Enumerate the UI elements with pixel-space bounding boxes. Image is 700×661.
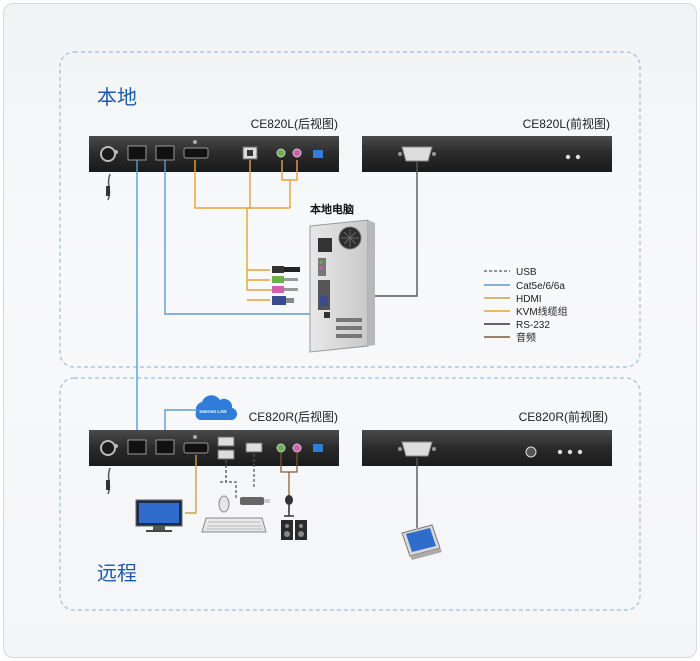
hdmi-port-icon xyxy=(183,147,209,159)
ground-screw-icon xyxy=(114,150,118,154)
local-pc-icon xyxy=(309,219,375,353)
audio-jack-icon xyxy=(276,443,286,453)
usb-flash-drive-icon xyxy=(240,497,270,505)
rj45-port-icon xyxy=(155,439,175,455)
usb-cables-remote xyxy=(220,454,255,500)
usb-a-port-icon xyxy=(217,449,235,460)
ce820l-rear-label: CE820L(后视图) xyxy=(251,116,338,131)
ce820r-front-label: CE820R(前视图) xyxy=(519,409,608,424)
ce820r-front-unit xyxy=(362,430,612,466)
usb-a-port-icon xyxy=(217,436,235,447)
rs232-port-icon xyxy=(401,146,433,162)
cloud-label: Internet LAN xyxy=(200,409,227,414)
monitor-icon xyxy=(135,499,183,532)
power-adapter-icon xyxy=(106,173,111,201)
power-adapter-icon xyxy=(106,467,111,495)
hdmi-cable-remote xyxy=(185,455,197,514)
legend: USB Cat5e/6/6a HDMI KVM线缆组 RS-232 音频 xyxy=(484,267,568,344)
power-jack-icon xyxy=(100,146,116,162)
cat5-cable-local xyxy=(164,160,310,315)
keyboard-icon xyxy=(201,517,267,533)
led-icon xyxy=(565,154,571,160)
ce820l-rear-unit xyxy=(89,136,339,172)
audio-jack-icon xyxy=(276,148,286,158)
rj45-port-icon xyxy=(127,439,147,455)
hdmi-port-icon xyxy=(183,442,209,454)
usb-a-port-icon xyxy=(245,442,263,453)
led-icon xyxy=(575,154,581,160)
kvm-connectors xyxy=(272,266,300,305)
led-icon xyxy=(567,449,573,455)
mouse-icon xyxy=(218,495,230,513)
button-icon xyxy=(525,446,537,458)
ce820r-rear-label: CE820R(后视图) xyxy=(249,409,338,424)
ce820l-front-unit xyxy=(362,136,612,172)
legend-label: Cat5e/6/6a xyxy=(516,281,565,292)
rj45-port-icon xyxy=(127,145,147,161)
local-section-title: 本地 xyxy=(97,86,137,109)
ce820l-front-label: CE820L(前视图) xyxy=(523,116,610,131)
legend-label: KVM线缆组 xyxy=(516,305,568,318)
ce820r-rear-unit xyxy=(89,430,339,466)
dip-switch-icon xyxy=(313,444,323,452)
legend-label: 音频 xyxy=(516,331,536,344)
rs232-port-icon xyxy=(401,441,433,457)
power-jack-icon xyxy=(100,440,116,456)
rj45-port-icon xyxy=(155,145,175,161)
legend-label: RS-232 xyxy=(516,320,550,331)
kvm-cable-set xyxy=(194,160,298,301)
remote-section-title: 远程 xyxy=(97,562,137,585)
local-section-border xyxy=(59,51,641,368)
dip-switch-icon xyxy=(313,150,323,158)
legend-label: HDMI xyxy=(516,294,542,305)
led-icon xyxy=(557,449,563,455)
legend-label: USB xyxy=(516,267,537,278)
mic-jack-icon xyxy=(292,443,302,453)
remote-section-border xyxy=(59,377,641,611)
local-pc-label: 本地电脑 xyxy=(310,202,354,216)
microphone-icon xyxy=(284,495,294,517)
led-icon xyxy=(577,449,583,455)
touch-panel-icon xyxy=(401,524,442,560)
internet-lan-cloud-icon: Internet LAN xyxy=(195,395,238,421)
speakers-icon xyxy=(281,520,307,540)
mic-jack-icon xyxy=(292,148,302,158)
